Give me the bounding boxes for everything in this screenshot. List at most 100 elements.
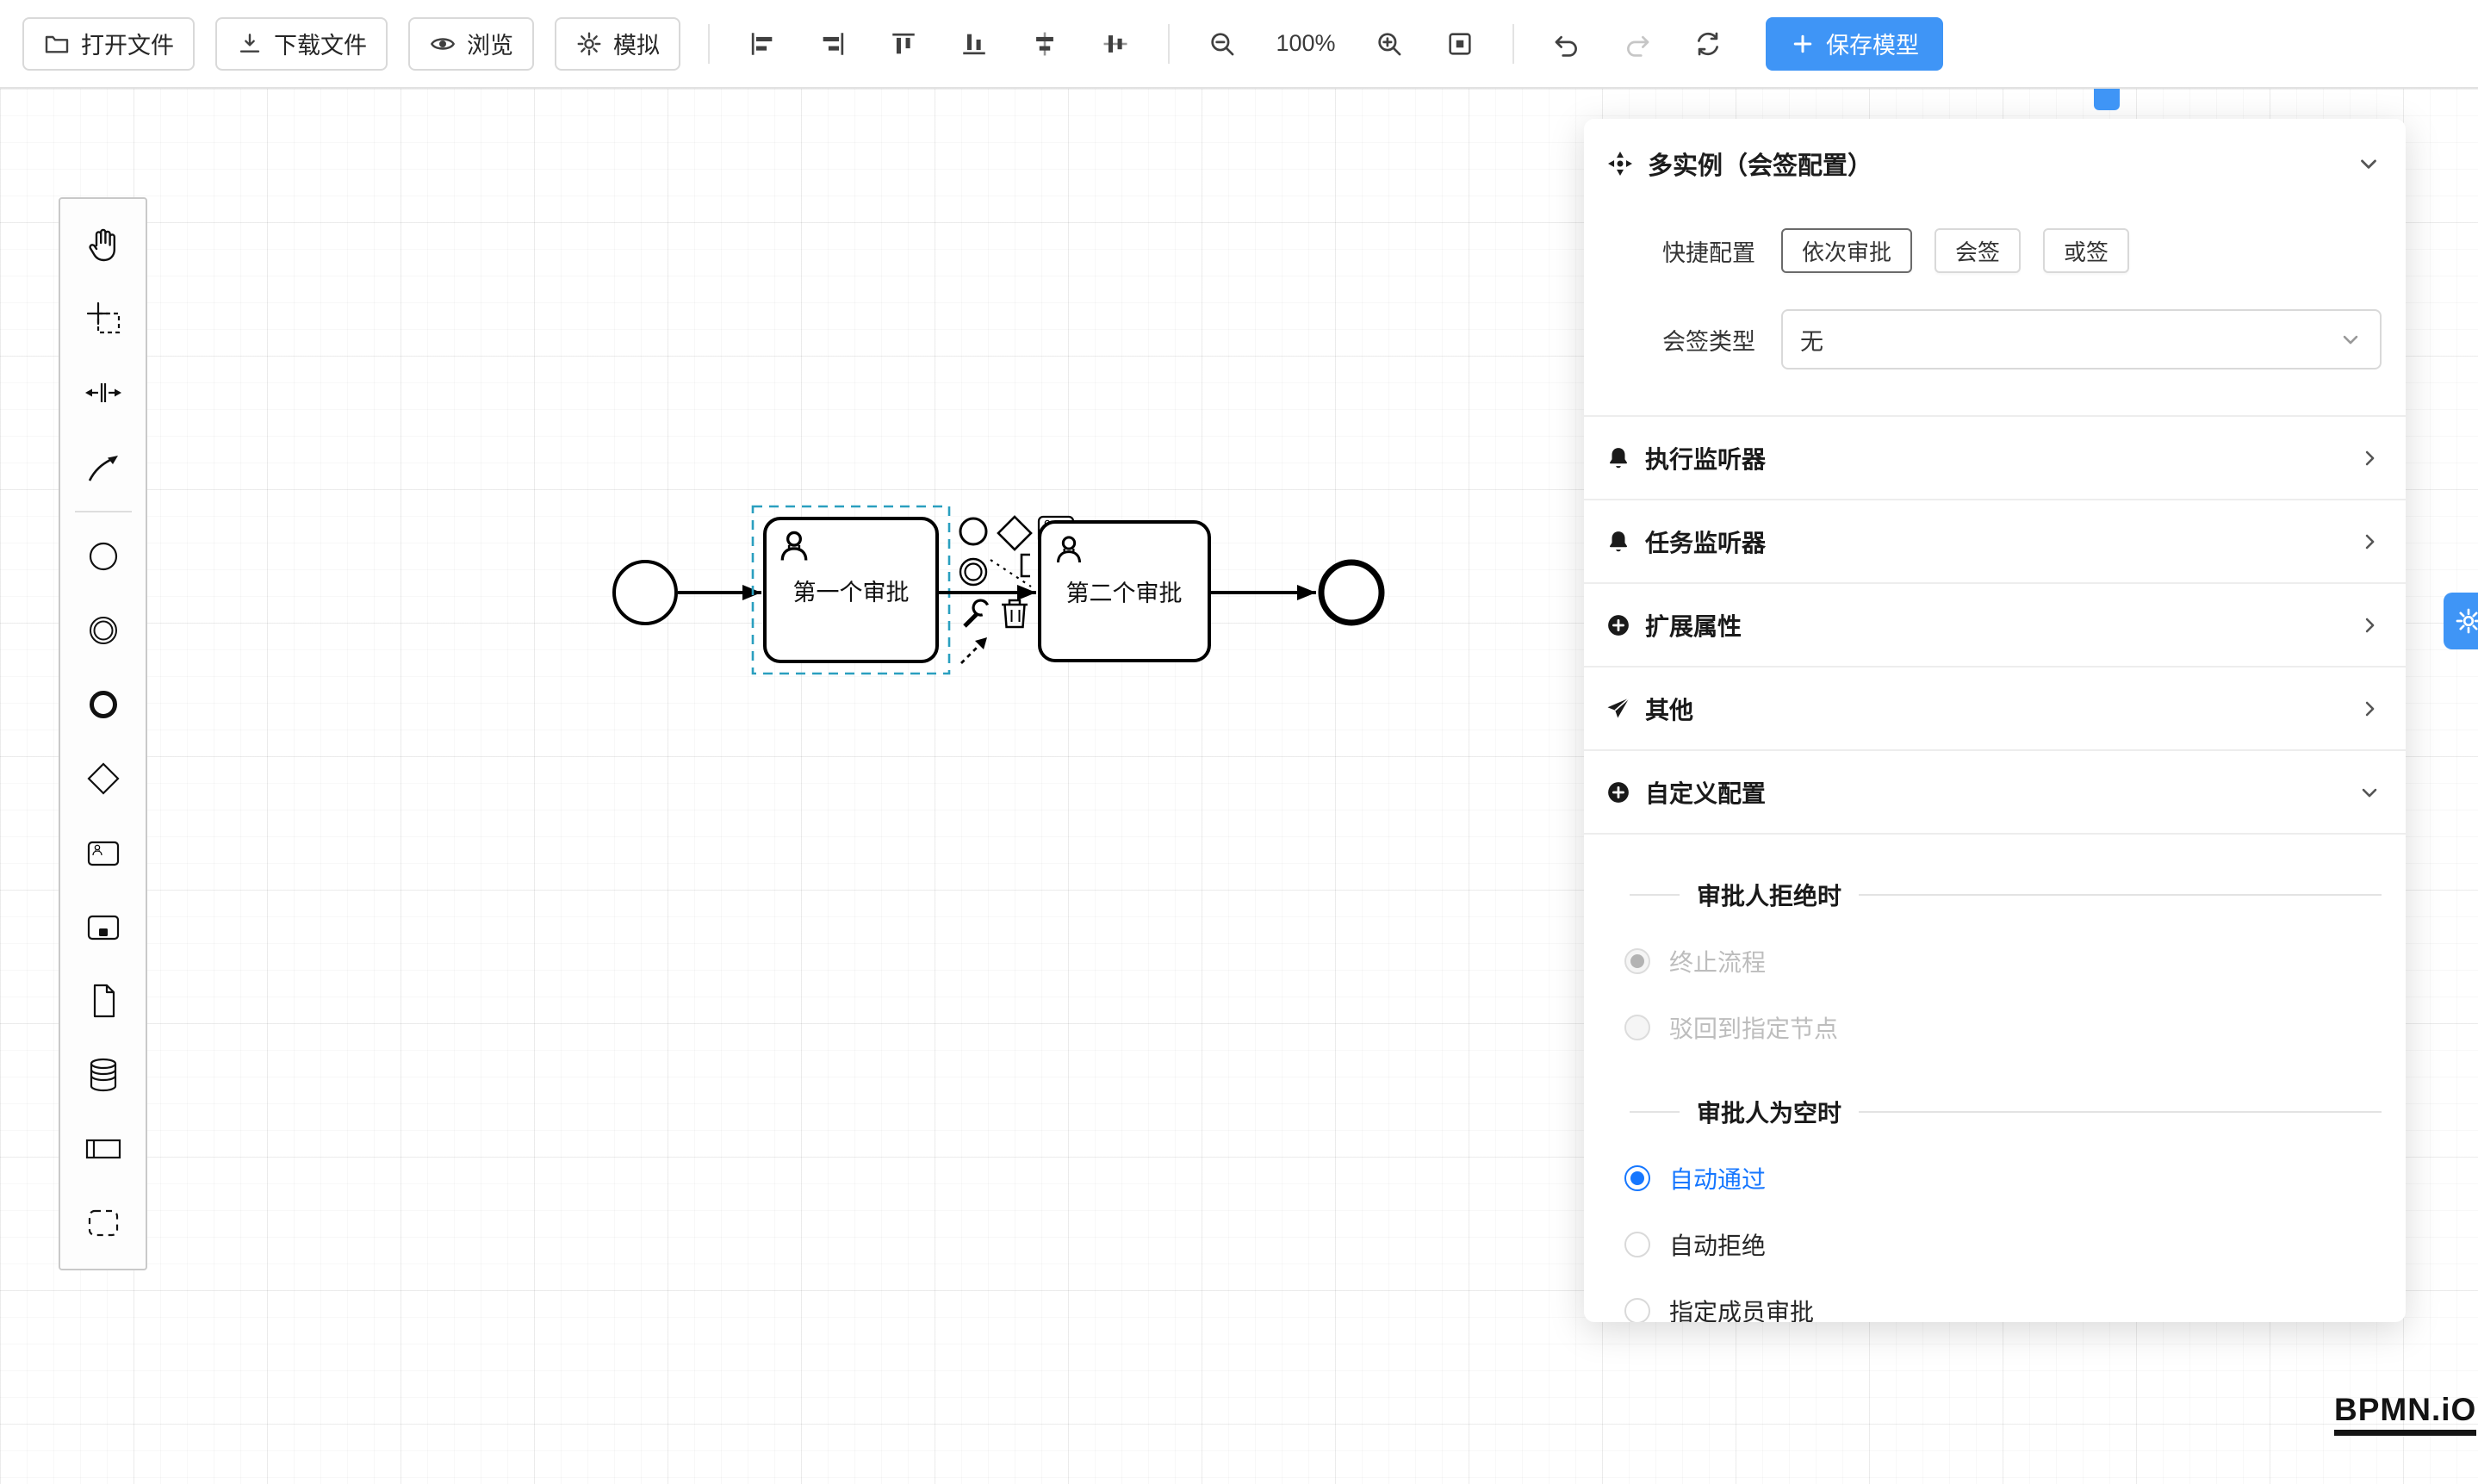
- task-2-label: 第二个审批: [1066, 581, 1183, 606]
- append-gateway-icon[interactable]: [997, 515, 1033, 551]
- empty-approver-options: 自动通过 自动拒绝 指定成员审批: [1584, 1154, 2406, 1322]
- create-data-object[interactable]: [62, 964, 144, 1038]
- quick-config-label: 快捷配置: [1662, 239, 1755, 266]
- create-group[interactable]: [62, 1186, 144, 1260]
- palette: [59, 197, 147, 1270]
- create-end-event[interactable]: [62, 667, 144, 742]
- create-data-store[interactable]: [62, 1038, 144, 1112]
- open-file-button[interactable]: 打开文件: [22, 16, 195, 71]
- download-file-button[interactable]: 下载文件: [215, 16, 388, 71]
- global-connect-tool[interactable]: [62, 430, 144, 504]
- align-middle-vertical-button[interactable]: [1090, 19, 1140, 69]
- replace-wrench-icon[interactable]: [963, 599, 989, 628]
- participant-icon: [85, 1139, 121, 1159]
- option-terminate-process[interactable]: 终止流程: [1624, 937, 2406, 985]
- zoom-out-button[interactable]: [1197, 19, 1247, 69]
- align-left-icon: [751, 32, 773, 55]
- create-call-activity[interactable]: [62, 890, 144, 964]
- align-center-horizontal-button[interactable]: [1020, 19, 1070, 69]
- create-gateway[interactable]: [62, 742, 144, 816]
- end-event[interactable]: [1318, 559, 1385, 626]
- create-intermediate-event[interactable]: [62, 593, 144, 667]
- zoom-in-button[interactable]: [1364, 19, 1414, 69]
- radio[interactable]: [1624, 1232, 1650, 1257]
- sign-type-value: 无: [1800, 328, 1823, 355]
- create-user-task[interactable]: [62, 816, 144, 890]
- execution-listener-row[interactable]: 执行监听器: [1584, 417, 2406, 500]
- preview-button[interactable]: 浏览: [408, 16, 534, 71]
- multi-instance-icon: [1608, 152, 1632, 176]
- other-row[interactable]: 其他: [1584, 667, 2406, 751]
- connect-tool-icon[interactable]: [960, 637, 987, 664]
- intermediate-event-icon: [89, 617, 117, 644]
- create-start-event[interactable]: [62, 519, 144, 593]
- redo-icon: [1627, 35, 1649, 57]
- align-top-button[interactable]: [879, 19, 928, 69]
- radio[interactable]: [1624, 1298, 1650, 1322]
- sequential-approval-button[interactable]: 依次审批: [1781, 228, 1913, 273]
- start-event[interactable]: [612, 560, 678, 625]
- fit-viewport-button[interactable]: [1435, 19, 1485, 69]
- download-icon: [239, 33, 260, 53]
- sign-type-label: 会签类型: [1662, 328, 1755, 355]
- row-label: 任务监听器: [1645, 529, 1767, 556]
- align-right-icon: [823, 32, 844, 55]
- chevron-down-icon: [2361, 159, 2376, 169]
- sign-type-select[interactable]: 无: [1781, 309, 2382, 369]
- divider-line: [1630, 1111, 1680, 1113]
- task-listener-row[interactable]: 任务监听器: [1584, 500, 2406, 584]
- countersign-button[interactable]: 会签: [1935, 228, 2022, 273]
- redo-button[interactable]: [1612, 19, 1662, 69]
- option-specified-member[interactable]: 指定成员审批: [1624, 1287, 2406, 1322]
- user-task-2[interactable]: 第二个审批: [1038, 520, 1211, 662]
- fit-viewport-icon: [1449, 32, 1471, 55]
- option-auto-pass[interactable]: 自动通过: [1624, 1154, 2406, 1202]
- user-task-1[interactable]: 第一个审批: [763, 517, 939, 663]
- align-bottom-button[interactable]: [949, 19, 999, 69]
- option-label: 终止流程: [1669, 949, 1767, 976]
- panel-toggle-chip[interactable]: [2094, 89, 2120, 110]
- undo-button[interactable]: [1542, 19, 1592, 69]
- plus-circle-icon: [1608, 614, 1629, 636]
- text-annotation-icon[interactable]: [1020, 553, 1030, 578]
- align-right-button[interactable]: [808, 19, 858, 69]
- row-label: 自定义配置: [1645, 779, 1767, 807]
- chevron-down-icon: [2362, 788, 2377, 797]
- create-participant[interactable]: [62, 1112, 144, 1186]
- lasso-tool[interactable]: [62, 282, 144, 356]
- panel-row-list: 执行监听器 任务监听器 扩展属性: [1584, 415, 2406, 835]
- append-end-event-icon[interactable]: [959, 517, 988, 546]
- chevron-right-icon: [2365, 534, 2375, 549]
- or-sign-button[interactable]: 或签: [2043, 228, 2130, 273]
- hand-tool[interactable]: [62, 208, 144, 282]
- chevron-down-icon: [2343, 335, 2358, 345]
- save-model-button[interactable]: 保存模型: [1766, 16, 1943, 71]
- space-tool[interactable]: [62, 356, 144, 430]
- refresh-button[interactable]: [1683, 19, 1733, 69]
- sign-type-row: 会签类型 无: [1662, 309, 2382, 369]
- delete-trash-icon[interactable]: [1002, 599, 1028, 629]
- radio-selected[interactable]: [1624, 1165, 1650, 1191]
- radio-disabled[interactable]: [1624, 1015, 1650, 1040]
- bpmn-io-logo[interactable]: BPMN.iO: [2334, 1392, 2477, 1436]
- append-intermediate-event-icon[interactable]: [959, 557, 988, 587]
- settings-edge-tab[interactable]: [2444, 593, 2478, 649]
- bell-icon: [1609, 531, 1628, 551]
- bell-icon: [1609, 447, 1628, 468]
- option-auto-reject[interactable]: 自动拒绝: [1624, 1220, 2406, 1269]
- panel-header[interactable]: 多实例（会签配置）: [1584, 119, 2406, 203]
- simulate-label: 模拟: [613, 33, 660, 59]
- refresh-icon: [1698, 32, 1718, 55]
- hand-icon: [88, 228, 115, 262]
- section-title-reject: 审批人拒绝时: [1630, 878, 2382, 912]
- quick-config-row: 快捷配置 依次审批 会签 或签: [1662, 228, 2382, 273]
- option-return-to-node[interactable]: 驳回到指定节点: [1624, 1003, 2406, 1052]
- save-model-label: 保存模型: [1826, 33, 1919, 59]
- radio-disabled-selected[interactable]: [1624, 948, 1650, 974]
- extended-properties-row[interactable]: 扩展属性: [1584, 584, 2406, 667]
- align-left-button[interactable]: [737, 19, 787, 69]
- simulate-button[interactable]: 模拟: [555, 16, 680, 71]
- custom-config-row[interactable]: 自定义配置: [1584, 751, 2406, 835]
- space-tool-icon: [84, 383, 121, 402]
